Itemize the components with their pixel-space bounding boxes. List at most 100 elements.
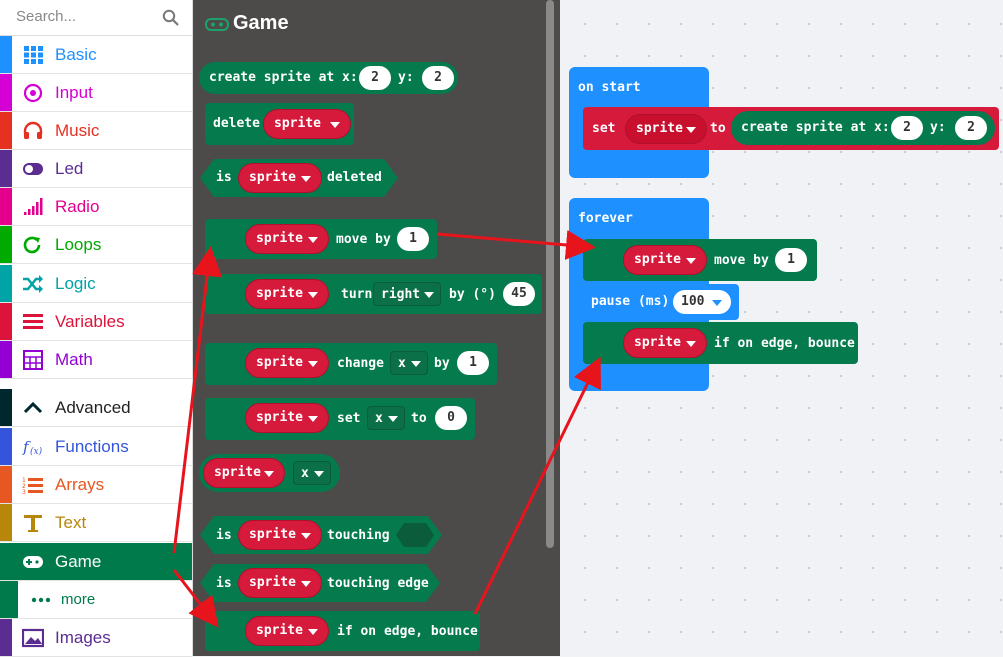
category-game[interactable]: Game — [0, 543, 192, 581]
sprite-dropdown[interactable]: sprite — [256, 623, 303, 638]
property-dropdown[interactable]: x — [398, 356, 406, 371]
move-value-input[interactable]: 1 — [775, 248, 807, 272]
sprite-dropdown[interactable]: sprite — [214, 465, 261, 480]
turn-value-input[interactable]: 45 — [503, 282, 535, 306]
sprite-dropdown[interactable]: sprite — [256, 231, 303, 246]
create-sprite-label: create sprite at x: — [741, 120, 890, 135]
pause-label: pause (ms) — [591, 294, 670, 309]
set-label: set — [592, 121, 616, 136]
turn-block[interactable]: sprite turn right by (°) 45 — [205, 274, 542, 314]
headphones-icon — [22, 121, 44, 141]
category-variables[interactable]: Variables — [0, 303, 192, 341]
move-by-block[interactable]: sprite move by 1 — [205, 219, 437, 259]
by-degrees-label: by (°) — [449, 287, 496, 302]
category-color-bar — [0, 504, 12, 541]
set-label: set — [337, 411, 361, 426]
is-label: is — [216, 576, 232, 591]
category-logic[interactable]: Logic — [0, 265, 192, 303]
list-icon — [22, 312, 44, 332]
svg-text:3: 3 — [22, 489, 26, 495]
bounce-block[interactable]: sprite if on edge, bounce — [583, 322, 858, 364]
chevron-down-icon — [686, 258, 696, 264]
chevron-down-icon — [308, 629, 318, 635]
move-by-block[interactable]: sprite move by 1 — [583, 239, 817, 281]
sprite-dropdown[interactable]: sprite — [256, 286, 303, 301]
category-label: Input — [55, 83, 93, 102]
category-images[interactable]: Images — [0, 619, 192, 657]
y-input[interactable]: 2 — [955, 116, 987, 140]
sprite-dropdown[interactable]: sprite — [249, 170, 296, 185]
category-math[interactable]: Math — [0, 341, 192, 379]
category-label: Variables — [55, 312, 125, 331]
direction-dropdown[interactable]: right — [381, 287, 421, 302]
pause-block[interactable]: pause (ms) 100 — [583, 284, 739, 320]
category-more[interactable]: more — [0, 581, 192, 619]
sprite-get-property-block[interactable]: sprite x — [199, 454, 340, 492]
block-flyout — [193, 0, 560, 656]
category-color-bar — [0, 112, 12, 149]
touching-edge-label: touching edge — [327, 576, 429, 591]
category-music[interactable]: Music — [0, 112, 192, 150]
sprite-dropdown[interactable]: sprite — [249, 575, 296, 590]
category-label: Advanced — [55, 398, 131, 417]
chevron-down-icon — [686, 127, 696, 133]
search-box[interactable]: Search... — [0, 0, 192, 36]
property-dropdown[interactable]: x — [301, 466, 309, 481]
set-property-block[interactable]: sprite set x to 0 — [205, 398, 475, 440]
category-color-bar — [0, 428, 12, 465]
x-input[interactable]: 2 — [359, 66, 391, 90]
sprite-dropdown[interactable]: sprite — [636, 121, 683, 136]
category-label: more — [61, 591, 96, 608]
property-dropdown[interactable]: x — [375, 411, 383, 426]
category-text[interactable]: Text — [0, 504, 192, 542]
set-sprite-block[interactable]: set sprite to create sprite at x: 2 y: 2 — [583, 107, 999, 150]
category-loops[interactable]: Loops — [0, 226, 192, 264]
category-functions[interactable]: f(x)Functions — [0, 428, 192, 466]
gamepad-icon — [22, 552, 44, 572]
category-label: Led — [55, 159, 84, 178]
sprite-dropdown[interactable]: sprite — [274, 116, 321, 131]
category-label: Arrays — [55, 475, 105, 494]
chevron-down-icon — [301, 581, 311, 587]
move-value-input[interactable]: 1 — [397, 227, 429, 251]
flyout-scrollbar[interactable] — [546, 0, 554, 548]
change-value-input[interactable]: 1 — [457, 351, 489, 375]
to-label: to — [710, 121, 726, 136]
category-led[interactable]: Led — [0, 150, 192, 188]
sprite-dropdown[interactable]: sprite — [256, 410, 303, 425]
category-color-bar — [0, 303, 12, 340]
create-sprite-block[interactable]: create sprite at x: 2 y: 2 — [199, 62, 458, 94]
set-value-input[interactable]: 0 — [435, 406, 467, 430]
change-block[interactable]: sprite change x by 1 — [205, 343, 497, 385]
search-input[interactable]: Search... — [16, 8, 77, 25]
sprite-dropdown[interactable]: sprite — [249, 527, 296, 542]
sprite-dropdown[interactable]: sprite — [634, 335, 681, 350]
is-label: is — [216, 528, 232, 543]
category-color-bar — [0, 581, 18, 618]
search-icon[interactable] — [162, 9, 180, 27]
category-color-bar — [0, 341, 12, 378]
pause-value-dropdown[interactable]: 100 — [673, 290, 731, 314]
refresh-icon — [22, 235, 44, 255]
category-input[interactable]: Input — [0, 74, 192, 112]
delete-sprite-block[interactable]: delete sprite — [205, 103, 354, 145]
category-label: Images — [55, 628, 111, 647]
create-sprite-block[interactable]: create sprite at x: 2 y: 2 — [731, 111, 995, 145]
category-basic[interactable]: Basic — [0, 36, 192, 74]
chevron-down-icon — [411, 361, 421, 367]
bounce-block[interactable]: sprite if on edge, bounce — [205, 611, 480, 651]
category-color-bar — [0, 74, 12, 111]
sprite-dropdown[interactable]: sprite — [634, 252, 681, 267]
chevron-down-icon — [330, 122, 340, 128]
svg-text:(x): (x) — [30, 446, 43, 457]
x-input[interactable]: 2 — [891, 116, 923, 140]
category-color-bar — [0, 265, 12, 302]
sprite-dropdown[interactable]: sprite — [256, 355, 303, 370]
category-advanced[interactable]: Advanced — [0, 389, 192, 427]
y-input[interactable]: 2 — [422, 66, 454, 90]
chevron-down-icon — [314, 471, 324, 477]
category-radio[interactable]: Radio — [0, 188, 192, 226]
category-color-bar — [0, 619, 12, 656]
